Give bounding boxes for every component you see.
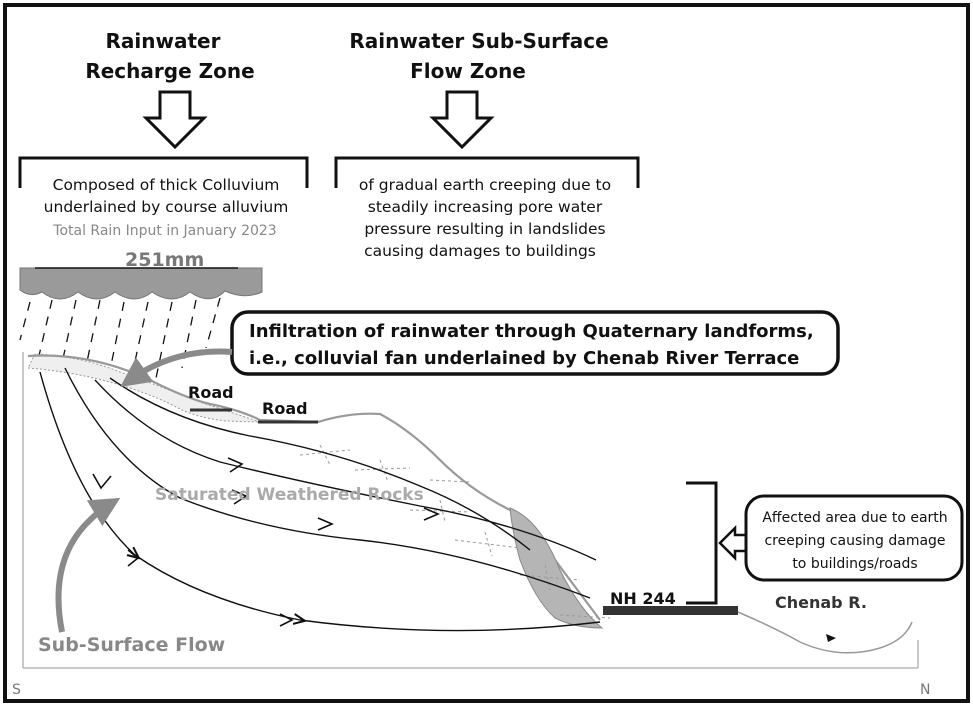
recharge-box-line-2: underlained by course alluvium <box>44 198 289 216</box>
recharge-box-bracket <box>18 156 309 188</box>
affected-line-2: creeping causing damage <box>764 533 945 549</box>
flow-box-line-2: steadily increasing pore water <box>368 198 603 216</box>
road-lower-label: Road <box>262 399 308 418</box>
subsurface-pointer-arrow <box>55 497 121 633</box>
subsurface-zone-title-1: Rainwater Sub-Surface <box>349 29 608 53</box>
affected-line-3: to buildings/roads <box>792 556 917 572</box>
landslide-scar <box>509 507 604 629</box>
affected-callout-box <box>744 494 964 582</box>
infiltration-line-2: i.e., colluvial fan underlained by Chena… <box>249 348 799 369</box>
rain-input-caption: Total Rain Input in January 2023 <box>52 223 276 239</box>
subsurface-flow-lines <box>39 367 601 632</box>
river-flow-arrow-icon <box>826 634 836 642</box>
recharge-zone-title-1: Rainwater <box>106 29 221 53</box>
river-label: Chenab R. <box>775 593 867 612</box>
rain-streaks <box>19 297 221 385</box>
flow-box-bracket <box>334 156 640 188</box>
south-label: S <box>12 682 21 698</box>
affected-pointer-arrow-icon <box>718 524 748 562</box>
subsurface-flow-label: Sub-Surface Flow <box>38 634 225 656</box>
rain-amount: 251mm <box>125 249 204 271</box>
infiltration-line-1: Infiltration of rainwater through Quater… <box>249 321 814 342</box>
infiltration-callout-box <box>230 310 840 376</box>
recharge-zone-title-2: Recharge Zone <box>85 59 254 83</box>
north-label: N <box>920 682 930 698</box>
flow-direction-arrows <box>92 457 441 627</box>
affected-line-1: Affected area due to earth <box>762 510 947 526</box>
subsurface-zone-title-2: Flow Zone <box>410 59 526 83</box>
recharge-down-arrow-icon <box>142 90 208 150</box>
flow-box-line-1: of gradual earth creeping due to <box>359 176 611 194</box>
recharge-box-line-1: Composed of thick Colluvium <box>53 176 280 194</box>
nh244-label: NH 244 <box>610 589 676 608</box>
nh244-road-bar <box>603 606 738 615</box>
affected-bracket <box>686 481 718 605</box>
road-upper-label: Road <box>188 383 234 402</box>
rain-cloud-icon <box>19 267 263 300</box>
river-channel <box>737 611 913 654</box>
saturated-rocks-label: Saturated Weathered Rocks <box>155 485 424 505</box>
flow-box-line-4: causing damages to buildings <box>364 242 596 260</box>
flow-box-line-3: pressure resulting in landslides <box>364 220 605 238</box>
infiltration-pointer-arrow <box>120 348 233 387</box>
subsurface-down-arrow-icon <box>429 90 495 150</box>
